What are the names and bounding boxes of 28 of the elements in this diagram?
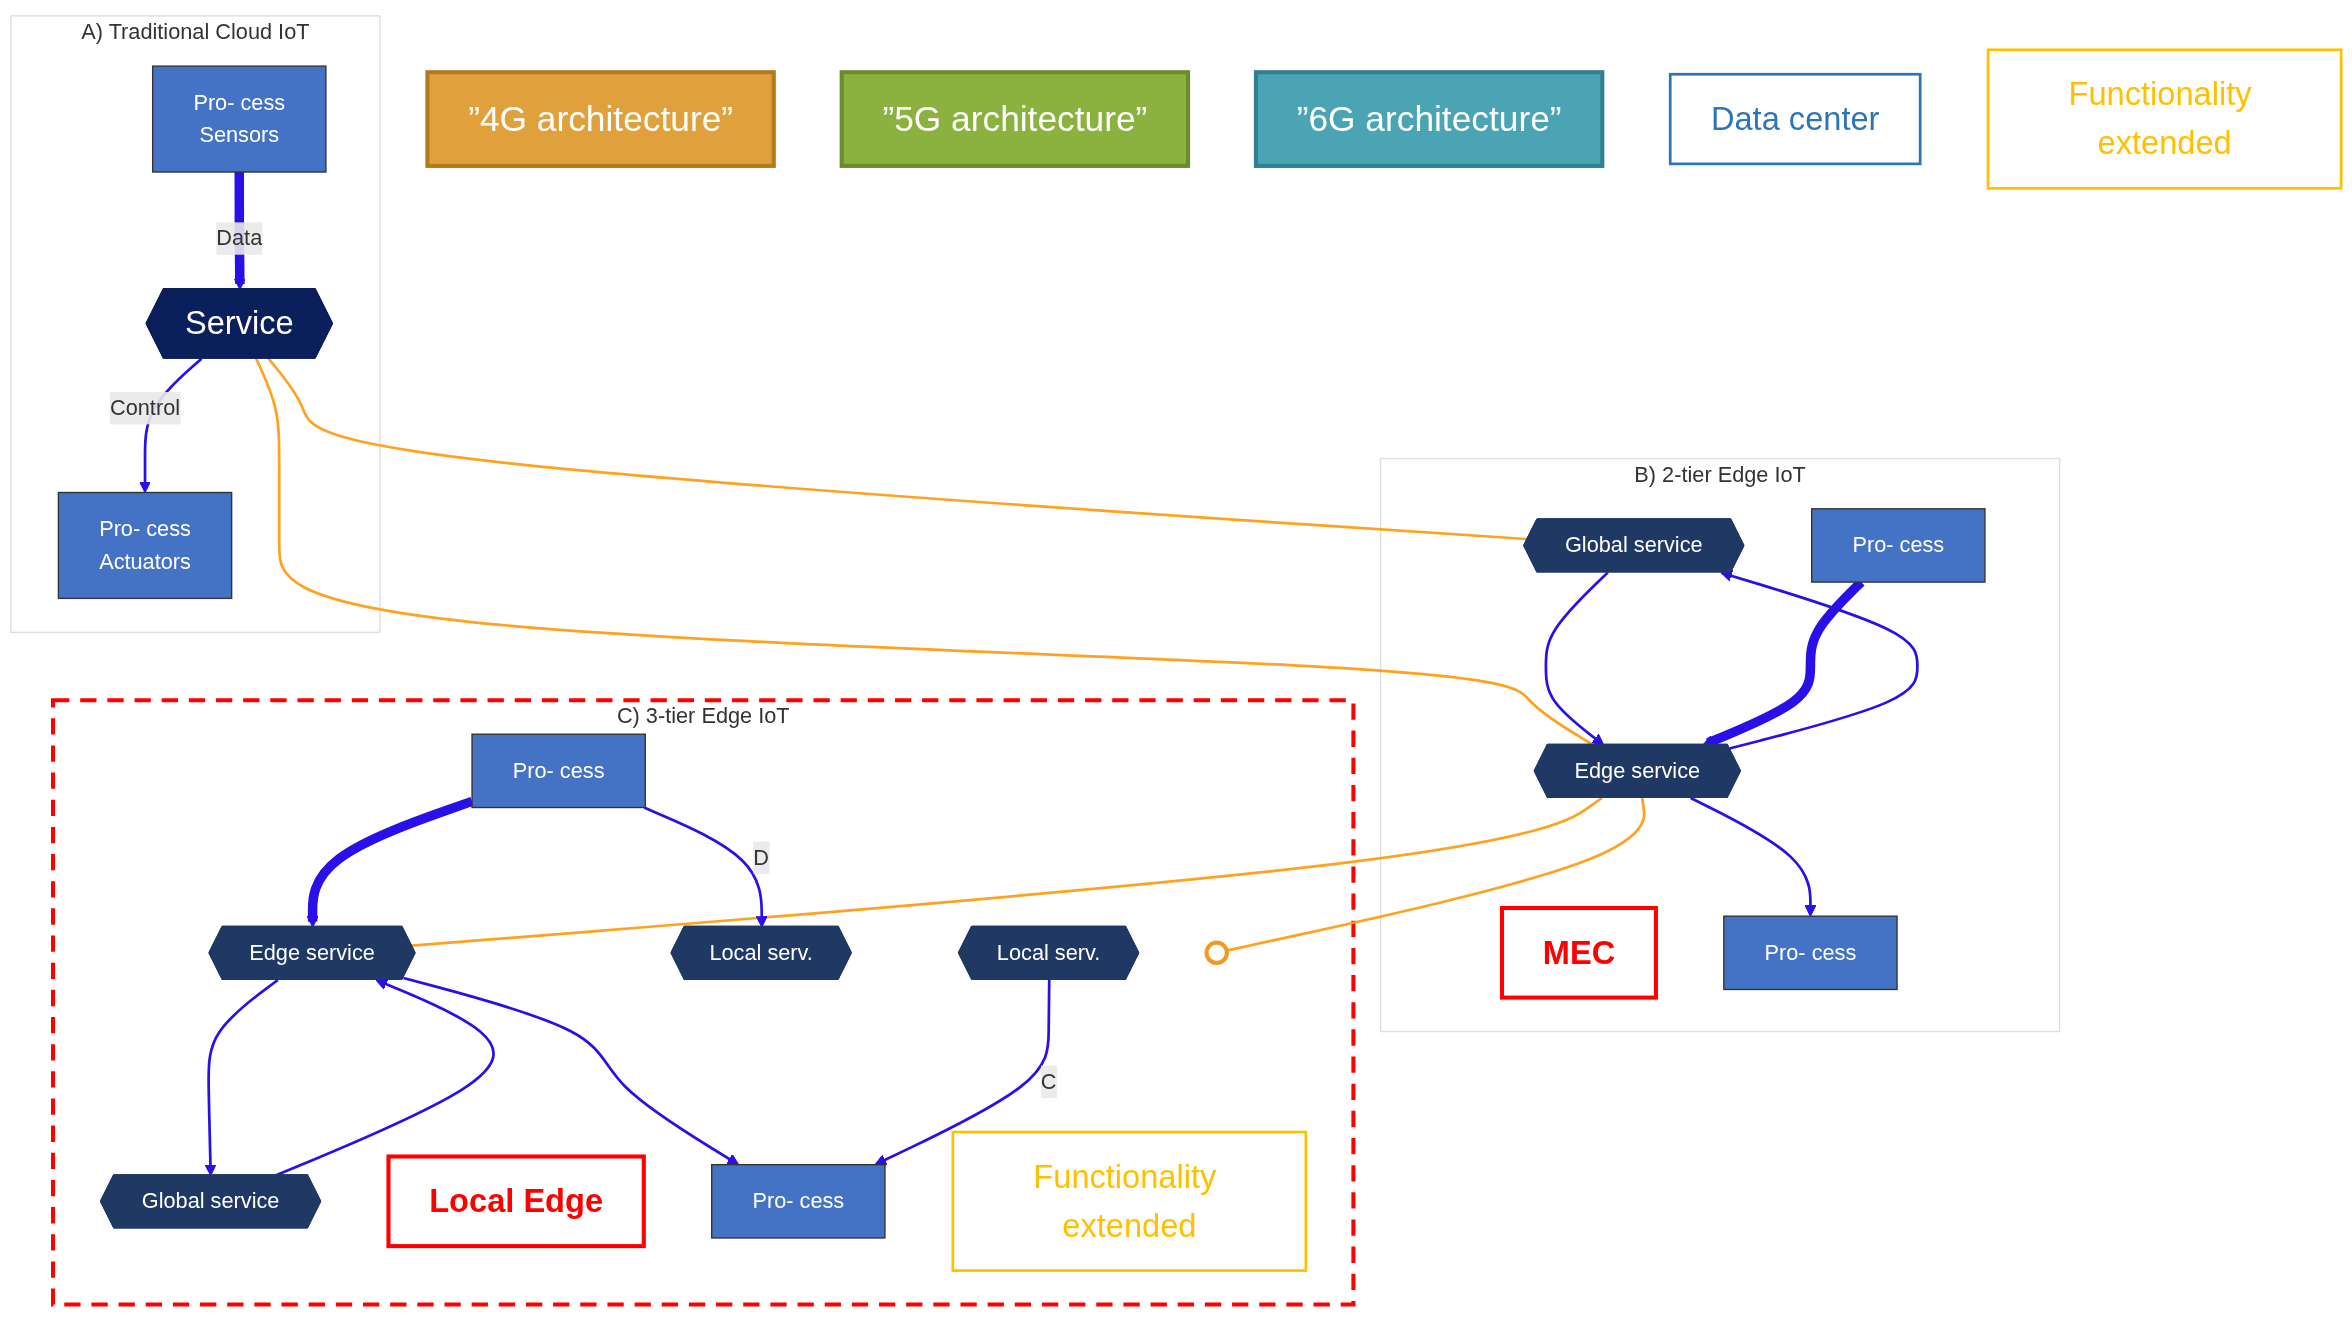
node-box: ”5G architecture” bbox=[839, 70, 1191, 169]
node-circle bbox=[1204, 940, 1229, 966]
node-box: Pro- cess bbox=[711, 1164, 886, 1239]
arrow bbox=[874, 980, 1051, 1166]
edge-label: C bbox=[1040, 1069, 1057, 1093]
node-box: Pro- cess Sensors bbox=[151, 65, 327, 173]
connector bbox=[1226, 798, 1646, 953]
arrow bbox=[1720, 570, 1919, 751]
node-box: Pro- cess bbox=[471, 733, 646, 809]
edge-label: Data bbox=[216, 226, 263, 250]
node-box: MEC bbox=[1499, 906, 1658, 1000]
node-box: Pro- cess bbox=[1811, 508, 1986, 584]
arrow bbox=[1544, 571, 1609, 746]
arrow bbox=[403, 977, 740, 1166]
arrow bbox=[1690, 797, 1817, 917]
node-box: Pro- cess bbox=[1723, 915, 1898, 991]
node-box: ”6G architecture” bbox=[1253, 70, 1605, 169]
node-box: Functionality extended bbox=[1986, 48, 2343, 190]
edge-label: D bbox=[753, 845, 770, 869]
node-box: Pro- cess Actuators bbox=[57, 492, 233, 600]
node-box: Local Edge bbox=[386, 1154, 646, 1249]
edge-label: Control bbox=[110, 396, 181, 420]
node-box: Data center bbox=[1668, 73, 1922, 166]
node-box: ”4G architecture” bbox=[425, 70, 776, 169]
connector bbox=[411, 797, 1603, 948]
node-box: Functionality extended bbox=[951, 1131, 1308, 1273]
arrow bbox=[204, 979, 279, 1177]
arrow bbox=[643, 806, 768, 928]
